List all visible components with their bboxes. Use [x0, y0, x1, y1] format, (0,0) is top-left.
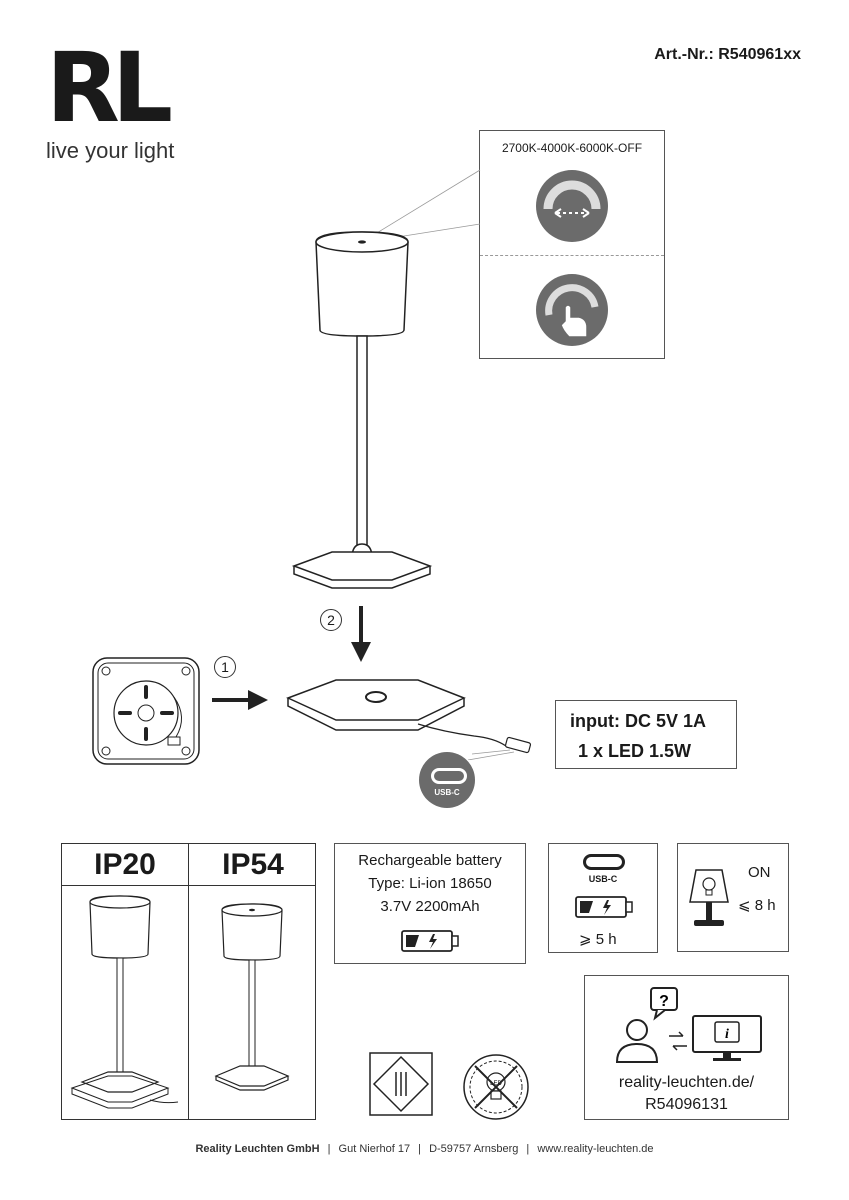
panel-divider — [480, 255, 664, 256]
step-1-marker: 1 — [214, 656, 236, 678]
touch-hand-icon — [536, 274, 608, 346]
svg-text:?: ? — [659, 993, 669, 1010]
led-not-replaceable-icon: LED — [463, 1054, 529, 1120]
charging-time: ⩾ 5 h — [579, 931, 617, 948]
lamp-on-icon — [689, 869, 729, 926]
lamp-drawing — [291, 169, 481, 589]
specs-box: input: DC 5V 1A 1 x LED 1.5W — [555, 700, 737, 769]
base-bottom-view — [92, 657, 200, 765]
brand-logo: RL live your light — [46, 40, 196, 164]
article-label: Art.-Nr.: — [654, 46, 714, 63]
down-arrow-icon — [351, 606, 371, 662]
svg-text:i: i — [725, 1027, 729, 1042]
support-code: R54096131 — [645, 1096, 728, 1113]
footer-address: Gut Nierhof 17 — [338, 1143, 411, 1155]
footer-separator: | — [327, 1143, 331, 1155]
usb-c-badge: USB-C — [419, 752, 475, 808]
footer-company: Reality Leuchten GmbH — [195, 1143, 320, 1155]
svg-text:LED: LED — [490, 1081, 502, 1087]
battery-type: Type: Li-ion 18650 — [368, 875, 492, 892]
step-2-marker: 2 — [320, 609, 342, 631]
support-box: ? i reality-leuchten.de/ R54096131 — [584, 975, 789, 1120]
color-temperature-modes: 2700K-4000K-6000K-OFF — [501, 141, 643, 155]
right-arrow-icon — [212, 690, 268, 710]
ip54-label: IP54 — [222, 848, 284, 881]
user-support-icon: ? i — [615, 987, 762, 1063]
usb-c-port-icon — [431, 768, 467, 784]
ip20-label: IP20 — [94, 848, 156, 881]
ip-rating-table: IP20 IP54 — [61, 843, 316, 1120]
touch-panel-box: 2700K-4000K-6000K-OFF — [479, 130, 665, 359]
battery-charging-icon — [575, 896, 633, 918]
battery-info-box: Rechargeable battery Type: Li-ion 18650 … — [334, 843, 526, 964]
footer-city: D-59757 Arnsberg — [429, 1143, 519, 1155]
battery-capacity: 3.7V 2200mAh — [380, 898, 480, 915]
ip20-lamp-icon — [70, 895, 179, 1109]
protection-class-iii-icon — [369, 1052, 433, 1116]
footer-separator: | — [418, 1143, 422, 1155]
article-number: Art.-Nr.: R540961xx — [654, 46, 801, 64]
charging-usb-label: USB-C — [588, 874, 618, 884]
footer: Reality Leuchten GmbH | Gut Nierhof 17 |… — [0, 1143, 849, 1155]
footer-separator: | — [526, 1143, 530, 1155]
logo-mark: RL — [46, 32, 173, 144]
logo-tagline: live your light — [46, 138, 175, 163]
charging-pad — [286, 679, 532, 760]
ip54-lamp-icon — [214, 903, 290, 1091]
runtime-state: ON — [748, 864, 771, 881]
battery-charging-icon — [401, 930, 459, 952]
footer-website[interactable]: www.reality-leuchten.de — [537, 1143, 654, 1155]
spec-led: 1 x LED 1.5W — [578, 741, 692, 761]
charging-time-box: USB-C ⩾ 5 h — [548, 843, 658, 953]
usb-c-badge-label: USB-C — [434, 788, 460, 797]
runtime-time: ⩽ 8 h — [738, 897, 776, 914]
article-value: R540961xx — [718, 46, 801, 63]
battery-title: Rechargeable battery — [358, 852, 502, 869]
support-url[interactable]: reality-leuchten.de/ — [618, 1074, 755, 1091]
spec-input: input: DC 5V 1A — [570, 711, 707, 731]
runtime-box: ON ⩽ 8 h — [677, 843, 789, 952]
dimming-touch-icon — [536, 170, 608, 242]
usb-c-port-icon — [583, 854, 625, 870]
